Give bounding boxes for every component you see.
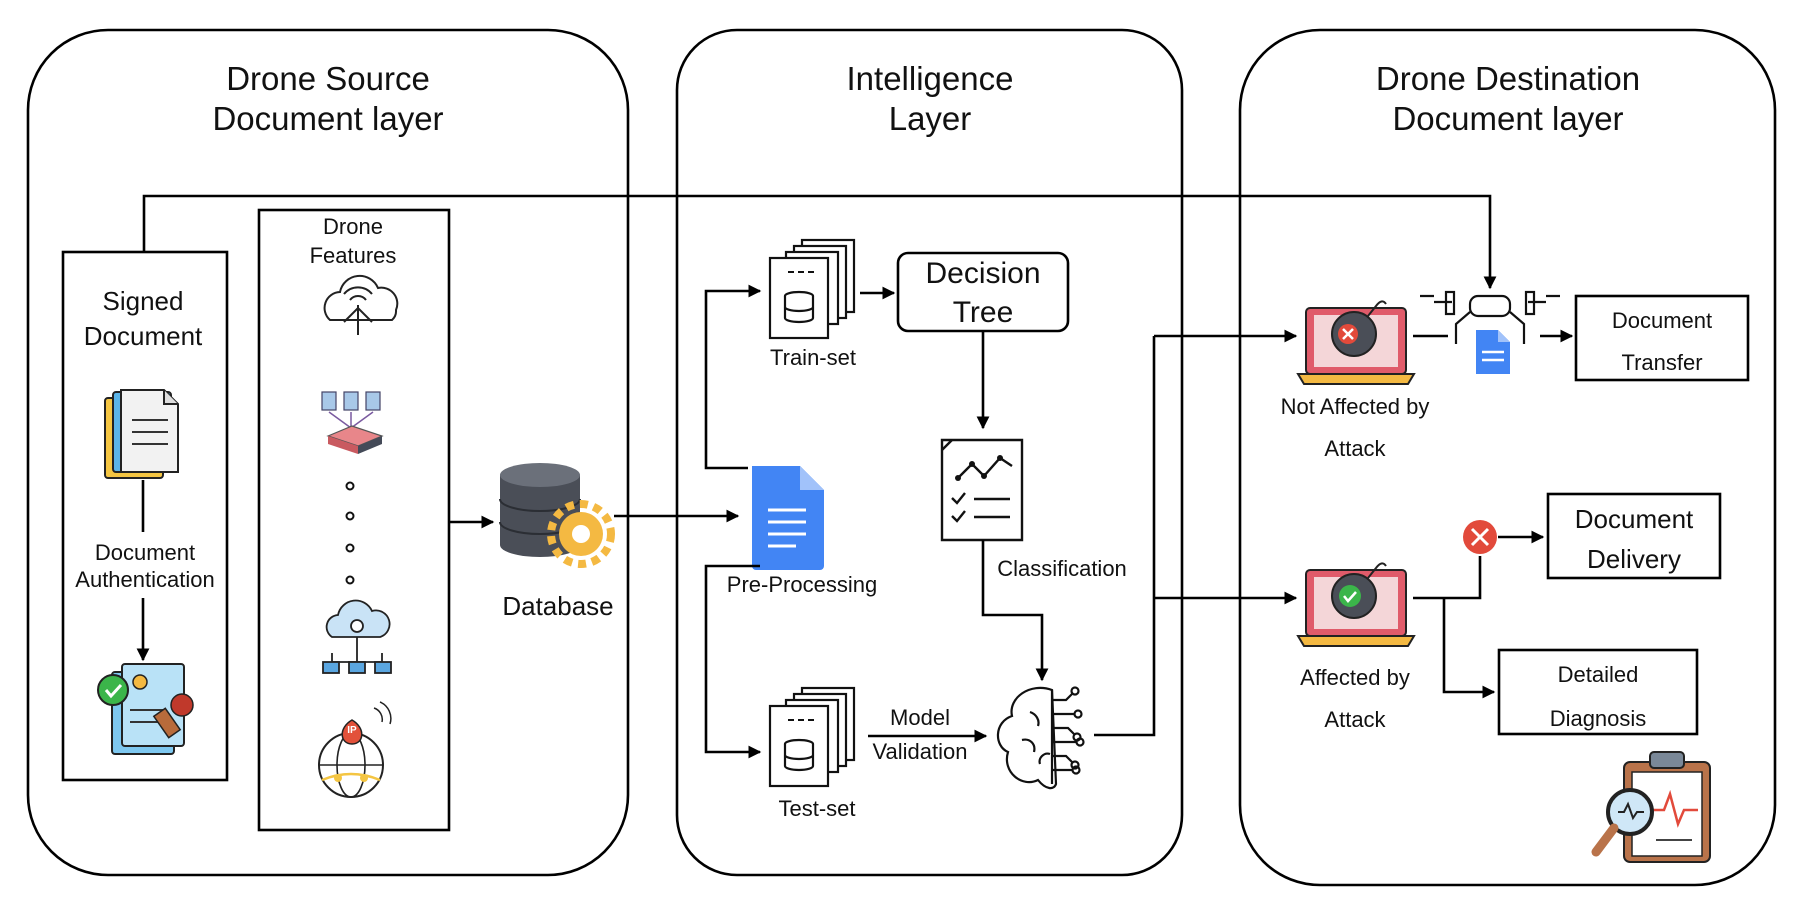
document-transfer-box	[1574, 294, 1750, 382]
laptop-bomb-check-icon	[1296, 562, 1416, 647]
model-validation-label-2: Validation	[873, 739, 968, 764]
document-transfer-label-1: Document	[1612, 308, 1712, 333]
affected-trunk	[1413, 556, 1482, 600]
test-set-icon	[768, 686, 856, 788]
source-layer-panel	[26, 28, 630, 877]
drone-features-label-1: Drone	[323, 214, 383, 239]
decision-tree-label-2: Tree	[953, 296, 1014, 329]
drone-delivery-icon	[1420, 290, 1560, 344]
classification-report-icon	[940, 438, 1024, 542]
document-delivery-label-1: Document	[1575, 504, 1694, 534]
cloud-antenna-icon	[323, 274, 399, 335]
signed-document-box	[61, 250, 229, 782]
document-transfer-label-2: Transfer	[1621, 350, 1702, 375]
preprocessing-to-test-arrow	[704, 564, 762, 759]
detailed-diagnosis-label-2: Diagnosis	[1550, 706, 1647, 731]
affected-label-2: Attack	[1324, 707, 1386, 732]
train-set-icon	[768, 238, 856, 340]
cloud-network-icon	[322, 599, 392, 674]
train-set-label: Train-set	[770, 345, 856, 370]
feature-dot-1	[345, 481, 355, 491]
destination-layer-title-2: Document layer	[1392, 100, 1623, 137]
pre-processing-label: Pre-Processing	[727, 572, 877, 597]
model-validation-label-1: Model	[890, 705, 950, 730]
signed-to-drone-connector	[142, 194, 1497, 290]
ip-globe-icon: IP	[318, 701, 392, 798]
document-authentication-label-2: Authentication	[75, 567, 214, 592]
ai-brain-icon	[996, 686, 1085, 790]
feature-dot-2	[345, 511, 355, 521]
clipboard-diagnosis-icon	[1591, 751, 1711, 863]
source-layer-title-1: Drone Source	[226, 60, 430, 97]
drone-features-box	[257, 208, 451, 832]
detailed-diagnosis-label-1: Detailed	[1558, 662, 1639, 687]
brain-output-trunk	[1094, 336, 1156, 737]
affected-to-diagnosis-arrow	[1442, 598, 1496, 699]
affected-label-1: Affected by	[1300, 665, 1410, 690]
intelligence-layer-title-1: Intelligence	[847, 60, 1014, 97]
feature-dot-4	[345, 575, 355, 585]
document-delivery-box	[1546, 492, 1722, 580]
classification-to-brain-arrow	[981, 540, 1049, 682]
decision-tree-label-1: Decision	[925, 257, 1040, 290]
detailed-diagnosis-box	[1497, 648, 1699, 736]
drone-features-label-2: Features	[310, 243, 397, 268]
signed-document-label-1: Signed	[103, 286, 184, 316]
google-doc-icon	[752, 466, 824, 570]
svg-text:IP: IP	[347, 725, 357, 736]
data-upload-icon	[321, 391, 384, 454]
destination-layer-panel	[1238, 28, 1777, 887]
database-icon	[499, 463, 615, 568]
feature-dot-3	[345, 543, 355, 553]
test-set-label: Test-set	[778, 796, 855, 821]
document-authentication-label-1: Document	[95, 540, 195, 565]
document-stack-icon	[104, 389, 179, 479]
drone-document-icon	[1476, 330, 1510, 374]
intelligence-layer-title-2: Layer	[889, 100, 972, 137]
destination-layer-title-1: Drone Destination	[1376, 60, 1640, 97]
document-delivery-label-2: Delivery	[1587, 544, 1681, 574]
preprocessing-to-train-arrow	[704, 284, 762, 470]
signed-document-label-2: Document	[84, 321, 203, 351]
classification-label: Classification	[997, 556, 1127, 581]
source-layer-title-2: Document layer	[212, 100, 443, 137]
not-affected-label-2: Attack	[1324, 436, 1386, 461]
laptop-bomb-error-icon	[1296, 300, 1416, 385]
not-affected-label-1: Not Affected by	[1281, 394, 1430, 419]
certified-document-icon	[97, 663, 194, 755]
intelligence-layer-panel	[675, 28, 1184, 877]
database-label: Database	[502, 591, 613, 621]
error-x-icon	[1463, 520, 1497, 554]
